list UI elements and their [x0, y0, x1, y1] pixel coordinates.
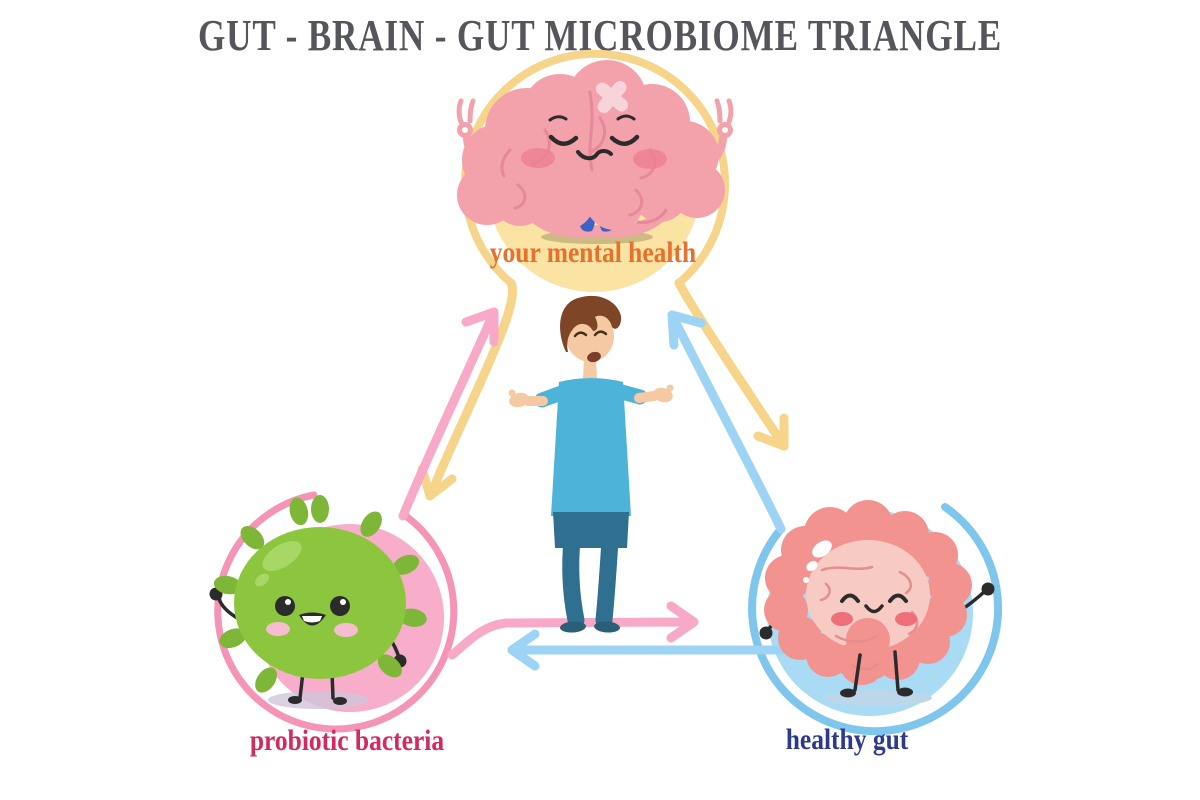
brain-cheek-left	[521, 148, 555, 168]
man-mouth	[587, 351, 601, 363]
brain-eyebrow-right	[616, 114, 636, 121]
man-hand-left	[509, 392, 529, 408]
label-healthy-gut: healthy gut	[785, 723, 909, 756]
man-forearm-right	[634, 391, 659, 403]
brain-eye-left	[548, 134, 579, 146]
gut-highlights	[803, 540, 832, 583]
arrow-bacteria-to-gut	[447, 617, 695, 660]
arrowhead-down-left	[417, 464, 457, 501]
arrowhead-right	[666, 601, 699, 643]
bacteria-foot-right	[333, 697, 347, 705]
man-leg-left	[562, 531, 585, 629]
arrow-brain-to-gut	[674, 278, 789, 451]
bacteria-shadow	[268, 691, 368, 709]
man-hand-right	[653, 387, 673, 403]
bacteria-bumps	[213, 495, 427, 693]
gut-face	[831, 593, 917, 626]
arrowhead-up-left	[667, 310, 706, 350]
gut-shadow	[822, 690, 932, 706]
band-aid-icon	[595, 80, 629, 114]
man-hair	[560, 295, 622, 352]
man-shoe-right	[594, 621, 620, 633]
man-torso	[551, 378, 631, 516]
arrow-brain-to-bacteria	[425, 278, 517, 501]
man-eye-left	[573, 331, 588, 338]
pink-ring-and-arrows	[214, 307, 699, 733]
bacteria-character	[209, 495, 427, 705]
brain-cheek-right	[633, 149, 667, 169]
label-probiotic-bacteria: probiotic bacteria	[249, 724, 445, 757]
yellow-ring-and-arrows	[417, 49, 789, 501]
brain-eye-right	[609, 134, 640, 146]
gut-eye-left	[840, 593, 860, 603]
label-mental-health: your mental health	[489, 236, 697, 269]
brain-eyebrow-left	[548, 115, 568, 122]
brain-character	[456, 60, 734, 238]
shrugging-man	[508, 295, 674, 633]
man-shoe-left	[560, 621, 586, 633]
bacteria-foot-left	[288, 696, 302, 704]
gut-squiggles	[819, 565, 919, 671]
bacteria-cheek-left	[266, 622, 290, 636]
arrowhead-left	[507, 629, 540, 671]
gut-eye-right	[888, 593, 908, 603]
gut-cheek-left	[831, 612, 853, 626]
gut-mouth	[864, 604, 884, 614]
bacteria-eye-right	[330, 596, 350, 616]
bacteria-highlight	[262, 541, 302, 571]
bacteria-face	[266, 596, 358, 637]
bacteria-eye-left	[275, 596, 295, 616]
arrow-gut-to-brain	[669, 314, 786, 534]
gut-hand-right	[981, 582, 995, 596]
brain-face	[521, 114, 667, 169]
gut-cheek-right	[895, 612, 917, 626]
arrowhead-up-right	[461, 307, 499, 347]
intestine-character	[759, 500, 995, 698]
brain-mouth	[576, 149, 613, 161]
man-eye-right	[593, 330, 608, 337]
arrowhead-down-right	[753, 413, 789, 451]
gut-foot-right	[897, 687, 913, 697]
arrow-bacteria-to-brain	[398, 307, 499, 521]
gut-hand-left	[759, 626, 773, 640]
gut-legs	[853, 650, 900, 692]
bacteria-body	[234, 527, 406, 679]
bacteria-cheek-right	[334, 623, 358, 637]
man-leg-right	[595, 531, 619, 629]
man-neck	[583, 360, 597, 378]
gut-foot-left	[840, 688, 856, 698]
